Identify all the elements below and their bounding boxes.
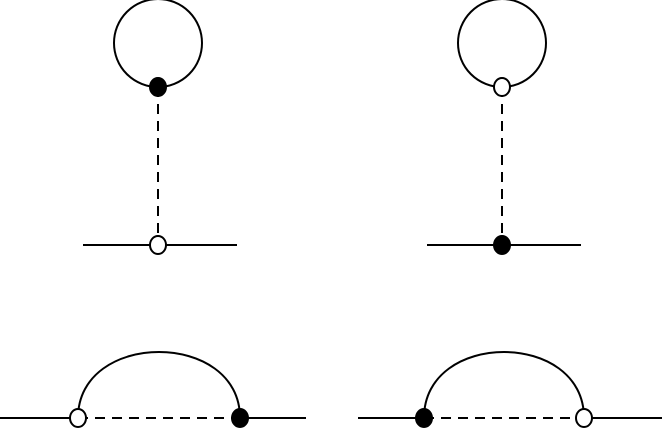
right-vertex-open (575, 408, 593, 428)
left-vertex-filled (415, 408, 433, 428)
right-vertex-filled (231, 408, 249, 428)
line-vertex-filled (493, 235, 511, 255)
arc (77, 351, 241, 419)
loop (457, 0, 547, 88)
loop (113, 0, 203, 88)
left-vertex-open (69, 408, 87, 428)
rainbow-diagram-left (0, 351, 306, 428)
line-vertex-open (149, 235, 167, 255)
tadpole-diagram-left (83, 0, 237, 255)
loop-vertex-filled (149, 77, 167, 97)
loop-vertex-open (493, 77, 511, 97)
rainbow-diagram-right (358, 351, 662, 428)
arc (423, 351, 585, 419)
tadpole-diagram-right (427, 0, 581, 255)
